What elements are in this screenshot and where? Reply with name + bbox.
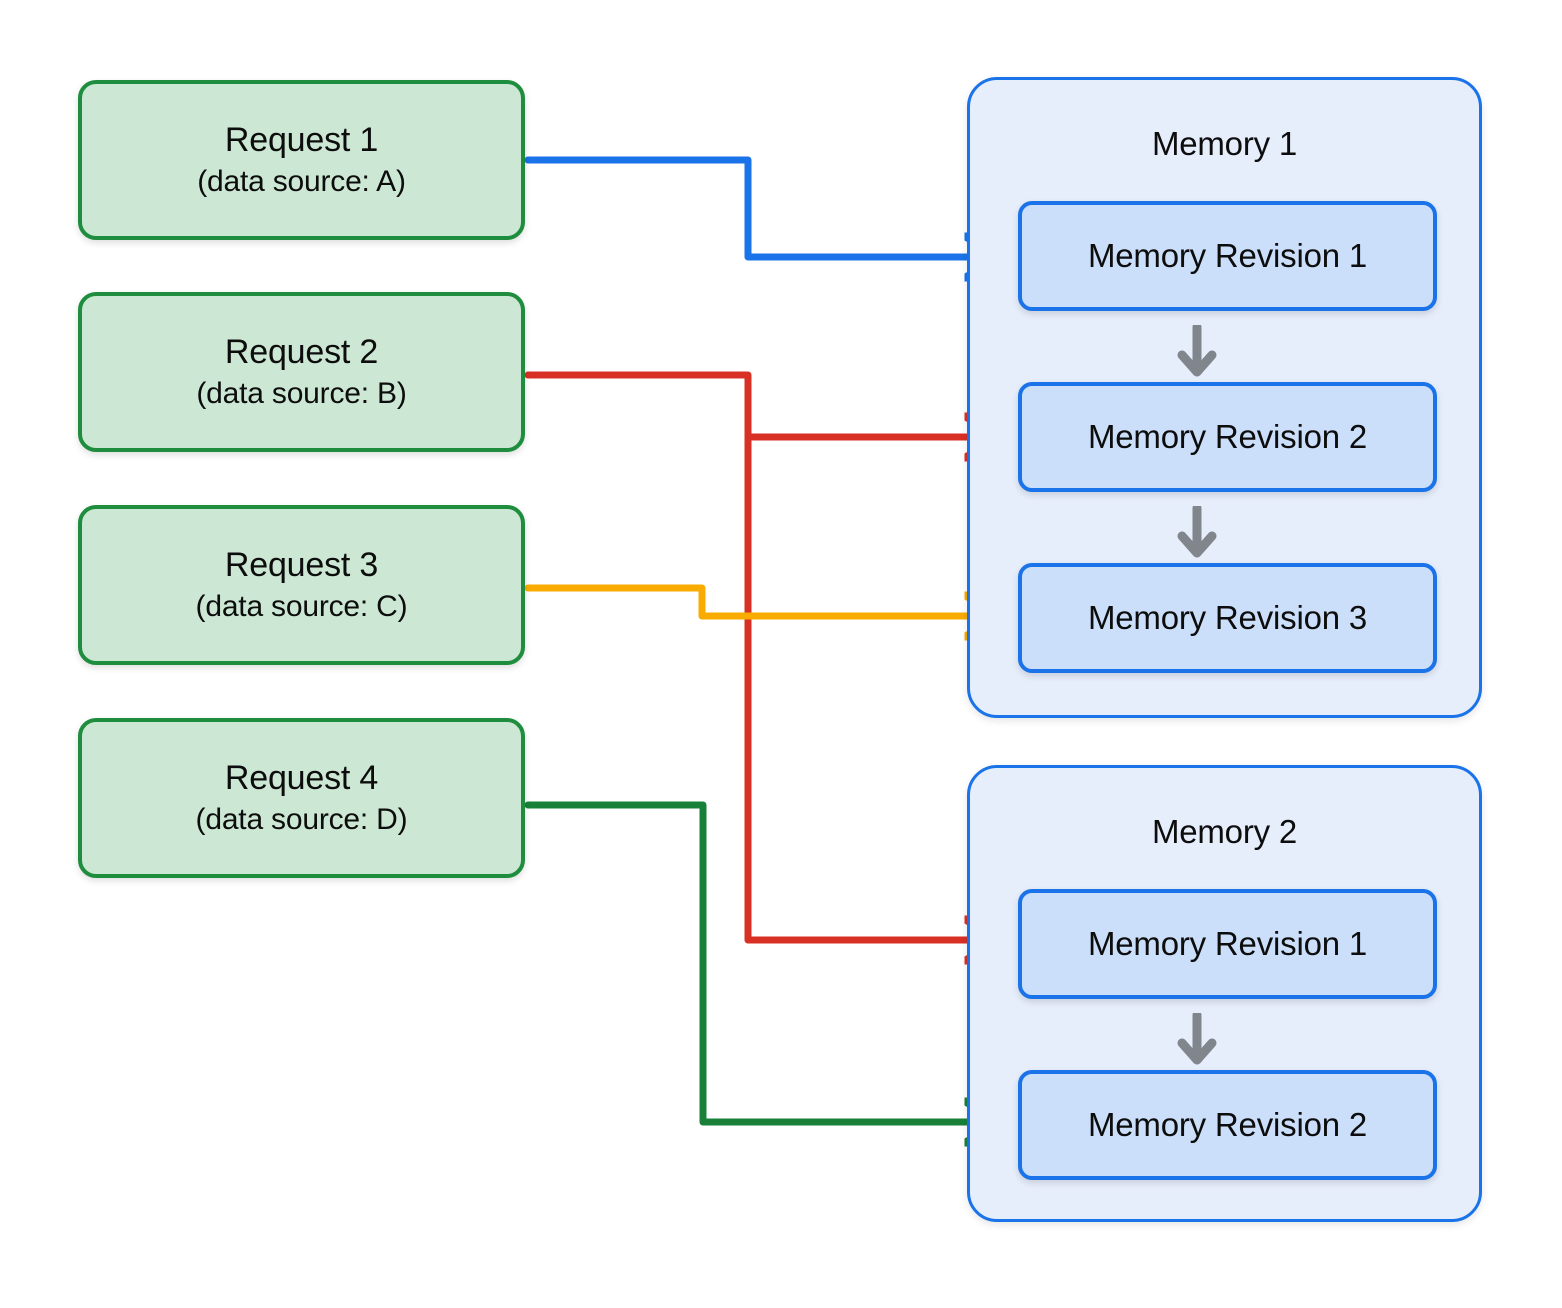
request-subtitle: (data source: A) — [197, 164, 406, 198]
memory-2-revision-box-1[interactable]: Memory Revision 1 — [1018, 889, 1437, 999]
revision-label: Memory Revision 2 — [1087, 1106, 1368, 1143]
memory-title: Memory 2 — [1151, 813, 1298, 850]
request-title: Request 1 — [224, 121, 379, 160]
memory-1-revision-box-2[interactable]: Memory Revision 2 — [1018, 382, 1437, 492]
memory-1-revision-box-1[interactable]: Memory Revision 1 — [1018, 201, 1437, 311]
request-box-4[interactable]: Request 4 (data source: D) — [78, 718, 525, 878]
connector-request-2-trunk — [524, 371, 994, 940]
request-subtitle: (data source: D) — [195, 802, 408, 836]
revision-label: Memory Revision 1 — [1087, 925, 1368, 962]
memory-container-2[interactable]: Memory 2 Memory Revision 1 Memory Revisi… — [967, 765, 1482, 1222]
connector-request-1 — [524, 156, 994, 257]
request-box-1[interactable]: Request 1 (data source: A) — [78, 80, 525, 240]
request-subtitle: (data source: C) — [195, 589, 408, 623]
memory-title: Memory 1 — [1151, 125, 1298, 162]
revision-flow-arrow-down-icon — [1177, 325, 1217, 377]
revision-label: Memory Revision 3 — [1087, 599, 1368, 636]
request-box-2[interactable]: Request 2 (data source: B) — [78, 292, 525, 452]
memory-2-revision-box-2[interactable]: Memory Revision 2 — [1018, 1070, 1437, 1180]
memory-container-1[interactable]: Memory 1 Memory Revision 1 Memory Revisi… — [967, 77, 1482, 718]
revision-label: Memory Revision 2 — [1087, 418, 1368, 455]
request-title: Request 3 — [224, 546, 379, 585]
request-subtitle: (data source: B) — [196, 376, 407, 410]
connector-request-4 — [524, 801, 994, 1122]
connector-request-3 — [524, 584, 994, 616]
revision-label: Memory Revision 1 — [1087, 237, 1368, 274]
revision-flow-arrow-down-icon — [1177, 1013, 1217, 1065]
request-box-3[interactable]: Request 3 (data source: C) — [78, 505, 525, 665]
revision-flow-arrow-down-icon — [1177, 506, 1217, 558]
request-title: Request 2 — [224, 333, 379, 372]
request-title: Request 4 — [224, 759, 379, 798]
memory-1-revision-box-3[interactable]: Memory Revision 3 — [1018, 563, 1437, 673]
